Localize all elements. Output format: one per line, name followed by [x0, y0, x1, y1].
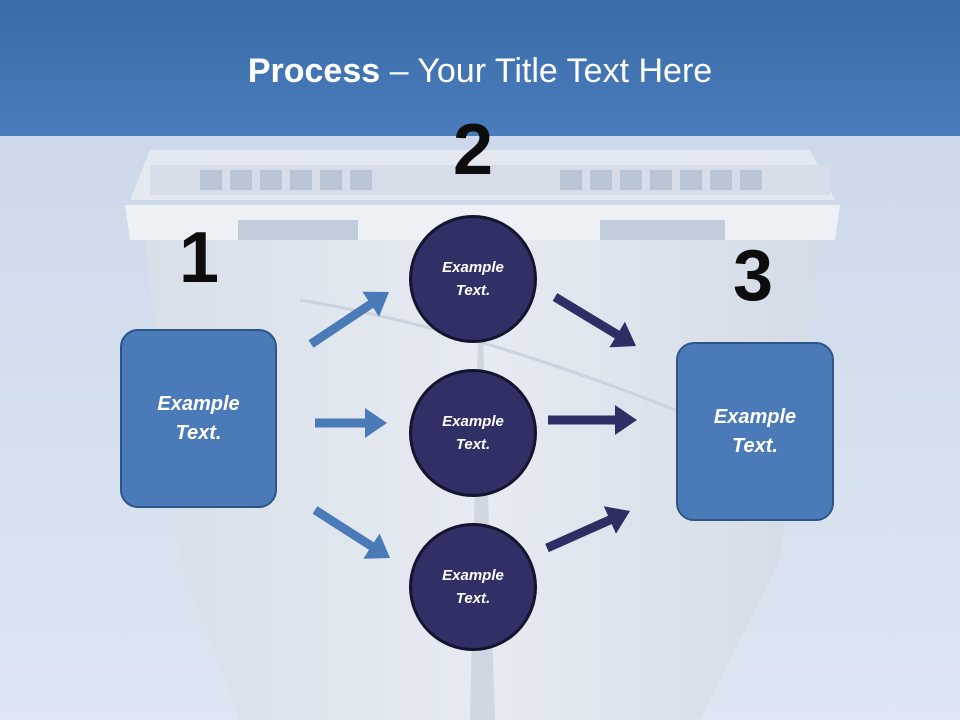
- slide-title: Process – Your Title Text Here: [0, 52, 960, 91]
- circle-top-line2: Text.: [455, 282, 491, 299]
- circle-top-line1: Example: [442, 258, 504, 276]
- step-1-text-line2: Text.: [175, 421, 222, 444]
- arrow-box1-to-circle-top: [308, 291, 389, 348]
- step-number-2: 2: [452, 110, 494, 190]
- title-bar: [0, 0, 960, 136]
- arrow-box1-to-circle-bottom: [312, 506, 390, 559]
- title-bold: Process: [247, 52, 381, 90]
- step-number-1: 1: [178, 218, 220, 298]
- arrow-circle-middle-to-box3: [548, 405, 637, 435]
- circle-bottom-line1: Example: [442, 566, 504, 584]
- arrow-circle-top-to-box3: [552, 293, 636, 348]
- circle-middle-line1: Example: [442, 412, 504, 430]
- arrow-circle-bottom-to-box3: [545, 506, 630, 553]
- arrow-box1-to-circle-middle: [315, 408, 387, 438]
- circle-middle-line2: Text.: [455, 436, 491, 453]
- circle-bottom-line2: Text.: [455, 590, 491, 607]
- title-rest: – Your Title Text Here: [380, 52, 713, 90]
- step-1-text-line1: Example: [157, 392, 240, 415]
- step-3-text-line2: Text.: [732, 434, 778, 457]
- step-3-text-line1: Example: [713, 405, 797, 428]
- step-number-3: 3: [732, 236, 774, 316]
